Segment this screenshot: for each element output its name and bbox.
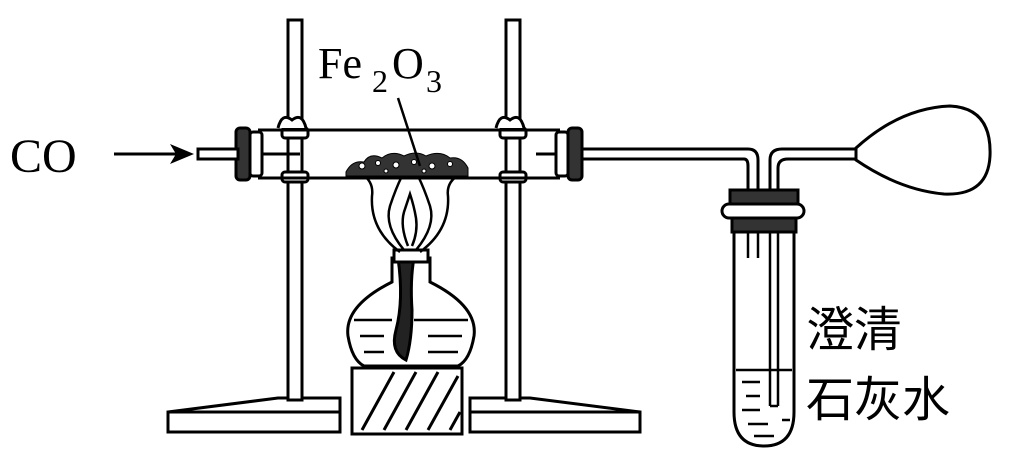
gas-flow-arrow <box>114 144 194 164</box>
iron-oxide-powder <box>345 152 469 177</box>
inlet-tube <box>196 147 240 161</box>
limewater-label-line2: 石灰水 <box>806 372 950 428</box>
test-tube-stopper-bottom <box>730 216 798 234</box>
lamp-fuel <box>354 318 468 354</box>
right-stopper-inner <box>554 130 570 178</box>
reagent-fe: Fe <box>318 39 362 88</box>
right-stand-base <box>468 396 642 434</box>
reagent-label: Fe 2 O 3 <box>318 39 442 99</box>
left-stopper <box>196 126 300 182</box>
left-clamp-screw <box>276 115 308 129</box>
gas-collection-balloon <box>854 104 992 196</box>
right-stopper-outer <box>566 126 584 182</box>
right-iron-stand <box>468 18 642 434</box>
lamp-cap <box>392 248 430 264</box>
reagent-o: O <box>392 39 424 88</box>
outlet-tubing <box>582 147 858 408</box>
reagent-sub-2: 2 <box>372 63 388 99</box>
lamp-wick <box>392 256 416 363</box>
left-stand-rod <box>286 18 304 402</box>
reagent-leader-line <box>396 97 422 167</box>
lamp-block <box>350 366 464 436</box>
right-stopper <box>536 126 584 182</box>
limewater-liquid <box>736 368 792 438</box>
test-tube-stopper-top <box>728 188 800 206</box>
left-stopper-inner <box>248 130 264 178</box>
right-stand-rod <box>504 18 522 402</box>
left-stand-base <box>166 396 342 434</box>
limewater-label-line1: 澄清 <box>806 302 902 358</box>
reagent-sub-3: 3 <box>426 63 442 99</box>
gas-inlet-label: CO <box>10 130 77 183</box>
lamp-block-hatch <box>360 371 462 431</box>
test-tube-stopper-ring <box>720 202 806 220</box>
test-tube <box>720 188 806 448</box>
left-iron-stand <box>166 18 342 434</box>
test-tube-inner-tubes <box>746 232 780 408</box>
lamp-flame <box>357 172 465 254</box>
alcohol-lamp <box>346 248 476 368</box>
right-clamp-screw <box>494 115 526 129</box>
